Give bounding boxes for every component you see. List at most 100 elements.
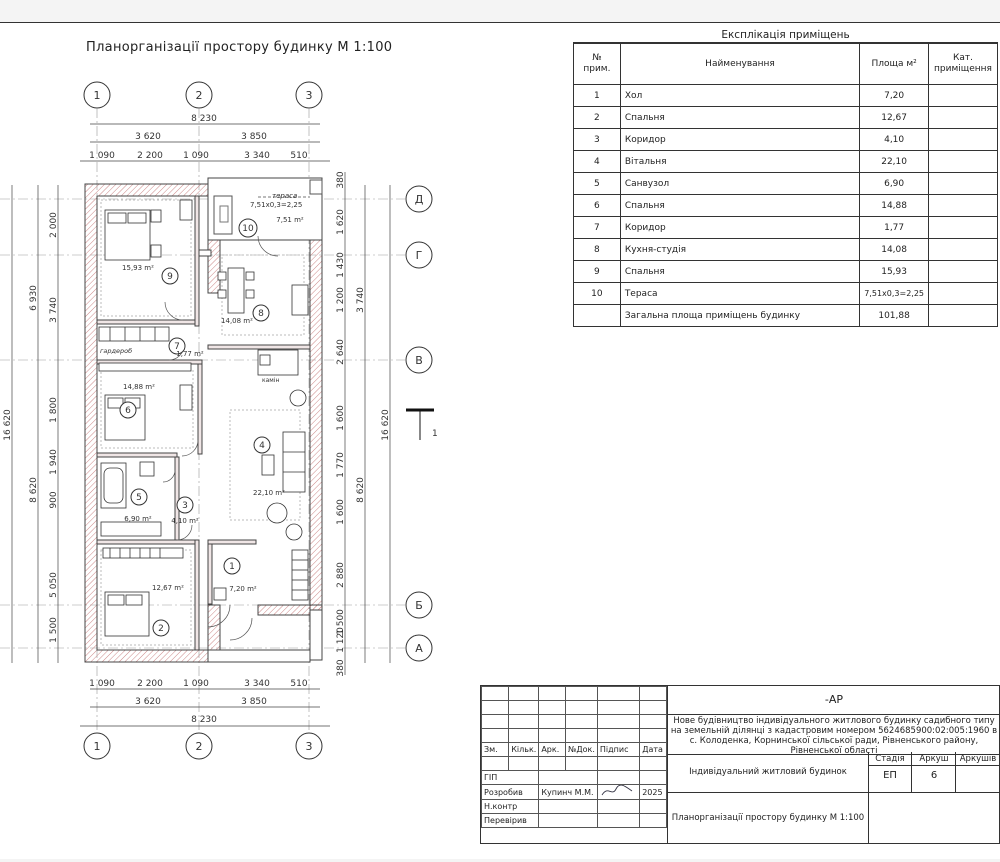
dim-detail: 510 [290,679,307,689]
dim-left-inner: 1 500 [49,617,59,643]
dim-detail: 1 090 [183,679,209,689]
cell-area: 4,10 [859,128,930,151]
revision-grid: Зм. Кільк. Арк. №Док. Підпис Дата ГІП Ро… [480,686,667,843]
dim-total-bottom: 8 230 [191,715,217,725]
dim-left-inner: 2 000 [49,212,59,238]
dim-right-mid: 8 620 [356,477,366,503]
room-number-circle [238,218,258,238]
revision-table: Зм. Кільк. Арк. №Док. Підпис Дата ГІП Ро… [480,686,667,828]
axis-label: 1 [94,740,101,753]
document-code: -АР [668,686,1000,715]
dimension-lines-left [11,172,391,675]
axis-label: 3 [306,740,313,753]
stage-divider [955,752,956,792]
sheet-title: Планорганізації простору будинку М 1:100 [668,792,869,843]
signer-date [639,799,667,814]
furniture [98,199,309,637]
col-header: №Док. [565,742,598,757]
dim-right-inner: 2 640 [336,339,346,365]
dim-detail: 3 340 [244,679,270,689]
dim-total-top: 8 230 [191,114,217,124]
cell-area: 6,90 [859,172,930,195]
terrace [207,177,323,241]
col-header: Дата [639,742,667,757]
cell-category [928,84,998,107]
cell-category [928,282,998,305]
room-area: 14,08 m² [221,317,253,325]
explication-grid: № прим. Найменування Площа м² Кат. примі… [573,43,998,327]
cell-category [928,172,998,195]
room-number: 2 [158,624,164,634]
room-number: 7 [174,342,180,352]
cell-no: 5 [573,172,621,195]
signer-date [639,813,667,828]
dim-detail: 1 090 [89,679,115,689]
header-name: Найменування [619,43,861,85]
axis-label: 1 [94,89,101,102]
room-number: 9 [167,272,173,282]
col-header: Арк. [538,742,567,757]
room-number: 10 [242,224,254,234]
cell-name: Коридор [619,128,861,151]
room-area: 7,20 m² [229,585,257,593]
cell-area: 14,88 [859,194,930,217]
exterior-walls [84,183,323,663]
cell-category [928,106,998,129]
stage-label: Стадія [875,754,905,764]
room-number: 8 [258,309,264,319]
room-number: 5 [136,493,142,503]
room-area: 15,93 m² [122,264,154,272]
cell-no: 9 [573,260,621,283]
room-area: 22,10 m² [253,489,285,497]
total-label: Загальна площа приміщень будинку [619,304,861,327]
signer-role: ГІП [480,770,540,785]
dimension-text-right: 16 620 3 740 8 620 380 1 620 1 430 1 200… [336,171,391,676]
signer-row: ГІП [480,770,667,785]
explication-table: Експлікація приміщень № прим. Найменуван… [573,28,998,327]
section-mark: 1 [406,408,438,440]
round-table-icon [266,502,288,524]
header-category: Кат. приміщення [928,43,998,85]
fireplace-label: камін [262,377,279,384]
signer-name [538,799,598,814]
cell-no: 2 [573,106,621,129]
cell-category [928,216,998,239]
dim-left-mid: 6 930 [29,285,39,311]
terrace-note: тераса [272,192,297,200]
axis-label: Б [415,599,423,612]
cell-category [928,194,998,217]
signer-role: Н.контр [480,799,540,814]
axis-label: А [415,642,423,655]
room-numbers: 1 2 3 4 5 6 7 8 9 10 [119,218,271,637]
cell-category [928,260,998,283]
sofa-icon [282,431,306,493]
cell-area: 7,20 [859,84,930,107]
cell-area: 15,93 [859,260,930,283]
dim-right-total: 16 620 [381,409,391,441]
header-area: Площа м² [859,43,930,85]
col-header: Кільк. [508,742,540,757]
dim-detail: 1 090 [89,151,115,161]
dim-right-mid: 3 740 [356,287,366,313]
dim-detail: 2 200 [137,679,163,689]
signer-row: Перевірив [480,813,667,828]
axis-bubble [83,732,111,760]
room-number-circle [152,619,170,637]
section-number: 1 [432,429,438,439]
cell-no: 4 [573,150,621,173]
total-area: 101,88 [859,304,930,327]
dim-right-inner: 1 600 [336,405,346,431]
room-number-circle [119,401,137,419]
axis-label: Г [416,249,423,262]
cell-area: 1,77 [859,216,930,239]
cell-name: Хол [619,84,861,107]
axis-label: В [415,354,423,367]
sheets-label: Аркушів [959,754,997,764]
wardrobe-label: гардероб [100,347,132,355]
dimension-text-bottom: 1 090 2 200 1 090 3 340 510 3 620 3 850 … [89,679,308,725]
